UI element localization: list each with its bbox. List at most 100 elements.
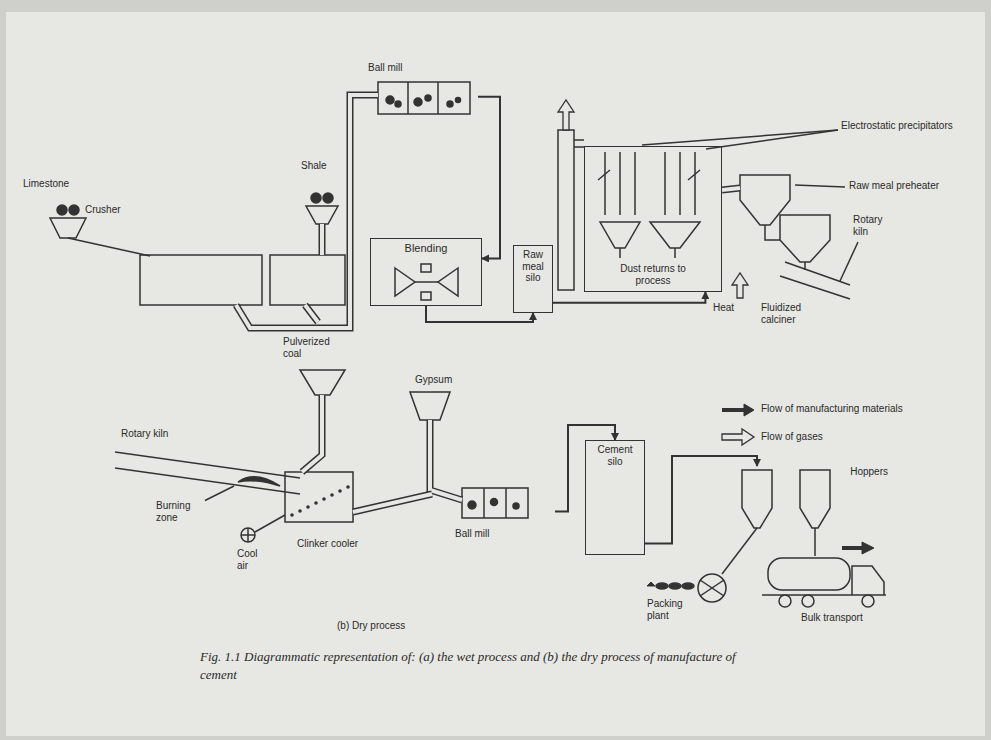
gas-flow-arrow bbox=[558, 100, 748, 298]
raw-material-section bbox=[456, 98, 461, 103]
pipe bbox=[236, 95, 378, 328]
equipment-node: Hoppers bbox=[738, 466, 888, 536]
burning-and-grinding-section bbox=[814, 528, 816, 556]
burning-and-grinding-section bbox=[700, 580, 724, 596]
part-label: Cool air bbox=[236, 548, 268, 571]
burning-and-grinding-section bbox=[669, 583, 681, 589]
legend-text: Flow of gases bbox=[760, 431, 824, 443]
equipment-label: Hoppers bbox=[850, 466, 888, 478]
part-label: Crusher bbox=[84, 204, 122, 216]
raw-material-section bbox=[407, 82, 409, 114]
process-box: Blending bbox=[370, 238, 482, 306]
equipment-label: Ball mill bbox=[455, 528, 489, 540]
raw-material-section bbox=[415, 281, 438, 283]
raw-material-section bbox=[421, 292, 431, 300]
equipment-label: Cement silo bbox=[589, 444, 641, 467]
paper-page bbox=[6, 12, 985, 736]
pipe bbox=[236, 95, 378, 328]
raw-material-section bbox=[270, 255, 345, 305]
precipitator-and-kiln-section bbox=[574, 139, 584, 141]
raw-material-section bbox=[306, 206, 338, 224]
process-box: Raw meal silo bbox=[513, 245, 553, 313]
pipe bbox=[722, 188, 740, 190]
gas-flow-arrow bbox=[732, 273, 748, 298]
raw-material-section bbox=[69, 205, 79, 215]
burning-and-grinding-section bbox=[698, 574, 726, 602]
precipitator-and-kiln-section bbox=[619, 152, 621, 215]
burning-and-grinding-section bbox=[238, 477, 280, 486]
burning-and-grinding-section bbox=[722, 528, 757, 574]
burning-and-grinding-section bbox=[285, 472, 353, 522]
part-label: Limestone bbox=[22, 178, 70, 190]
raw-material-section bbox=[414, 98, 422, 106]
equipment-label: Ball mill bbox=[368, 62, 402, 74]
precipitator-and-kiln-section bbox=[650, 222, 700, 248]
precipitator-and-kiln-section bbox=[558, 130, 574, 290]
precipitator-and-kiln-section bbox=[706, 130, 838, 149]
material-flow-arrow bbox=[744, 404, 754, 416]
legend-text: Flow of manufacturing materials bbox=[760, 403, 904, 415]
precipitator-and-kiln-section bbox=[664, 152, 666, 215]
sub-caption: (b) Dry process bbox=[336, 620, 406, 632]
equipment-label: Blending bbox=[405, 242, 448, 255]
burning-and-grinding-section bbox=[505, 488, 507, 518]
part-label: Gypsum bbox=[414, 374, 453, 386]
grate-dots bbox=[314, 501, 318, 505]
material-flow-arrow bbox=[722, 408, 744, 412]
part-label: Heat bbox=[712, 302, 735, 314]
part-label: Packing plant bbox=[646, 598, 696, 621]
raw-material-section bbox=[447, 101, 453, 107]
precipitator-and-kiln-section bbox=[840, 242, 858, 281]
precipitator-and-kiln-section bbox=[604, 152, 606, 215]
burning-and-grinding-section bbox=[768, 558, 850, 590]
precipitator-and-kiln-section bbox=[620, 248, 675, 258]
pipe bbox=[305, 305, 318, 322]
material-flow-connector bbox=[478, 97, 500, 259]
precipitator-and-kiln-section bbox=[600, 222, 640, 248]
precipitator-and-kiln-section bbox=[634, 152, 636, 215]
gas-flow-arrow bbox=[722, 429, 754, 445]
gas-flow-arrow bbox=[558, 100, 574, 130]
grate-dots bbox=[306, 505, 310, 509]
burning-and-grinding-section bbox=[115, 468, 300, 494]
part-label: Pulverized coal bbox=[282, 336, 336, 359]
equipment-node: Ball mill bbox=[455, 484, 555, 539]
part-label: Clinker cooler bbox=[296, 538, 359, 550]
pipe bbox=[722, 188, 740, 190]
part-label: Burning zone bbox=[155, 500, 205, 523]
raw-material-section bbox=[323, 193, 333, 203]
part-label: Rotary kiln bbox=[852, 214, 894, 237]
precipitator-and-kiln-section bbox=[642, 130, 838, 145]
equipment-label: Dust returns to process bbox=[611, 263, 695, 286]
material-flow-arrow bbox=[862, 542, 874, 554]
pipe bbox=[302, 395, 322, 472]
burning-and-grinding-section bbox=[700, 580, 724, 596]
part-label: Rotary kiln bbox=[120, 428, 169, 440]
material-flow-arrow bbox=[842, 546, 862, 550]
raw-material-section bbox=[395, 101, 401, 107]
grate-dots bbox=[290, 513, 294, 517]
raw-material-section bbox=[50, 82, 470, 305]
material-flow-connector bbox=[645, 456, 757, 544]
material-flow-connector bbox=[553, 292, 705, 303]
pipe bbox=[320, 224, 324, 255]
grate-dots bbox=[290, 485, 350, 517]
precipitator-and-kiln-section bbox=[598, 170, 700, 180]
equipment-node: Ball mill bbox=[368, 62, 478, 120]
raw-material-section bbox=[311, 193, 321, 203]
burning-and-grinding-section bbox=[491, 499, 498, 506]
precipitator-and-kiln-section bbox=[795, 185, 845, 187]
process-box: Cement silo bbox=[585, 440, 645, 555]
material-flow-arrow bbox=[647, 404, 874, 586]
material-flow-connector bbox=[426, 306, 533, 322]
equipment-label: Raw meal silo bbox=[517, 249, 549, 284]
precipitator-and-kiln-section bbox=[558, 130, 858, 299]
burning-and-grinding-section bbox=[483, 488, 485, 518]
pipe bbox=[319, 224, 326, 255]
raw-material-section bbox=[140, 255, 262, 305]
precipitator-and-kiln-section bbox=[740, 175, 790, 225]
pipe bbox=[353, 494, 432, 512]
burning-and-grinding-section bbox=[682, 583, 694, 589]
